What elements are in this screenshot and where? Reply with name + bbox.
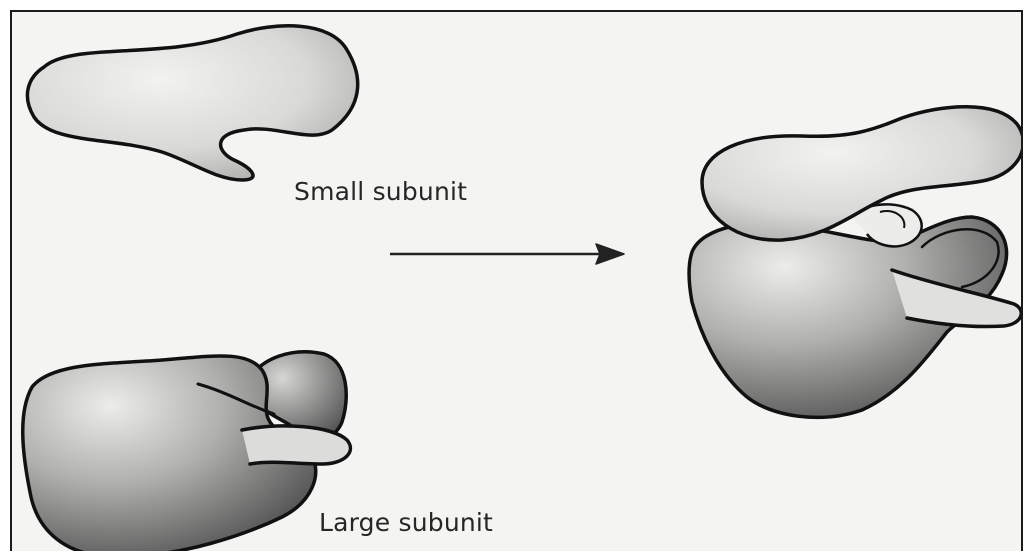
diagram-frame: Small subunit Large subunit	[10, 10, 1023, 551]
large-subunit-label: Large subunit	[319, 508, 493, 537]
assembly-arrow	[390, 244, 624, 264]
ribosome-assembly-diagram	[12, 12, 1023, 551]
small-subunit-label: Small subunit	[294, 177, 467, 206]
assembled-ribosome-shape	[689, 107, 1023, 418]
small-subunit-shape	[27, 26, 357, 180]
large-subunit-shape	[23, 352, 351, 551]
